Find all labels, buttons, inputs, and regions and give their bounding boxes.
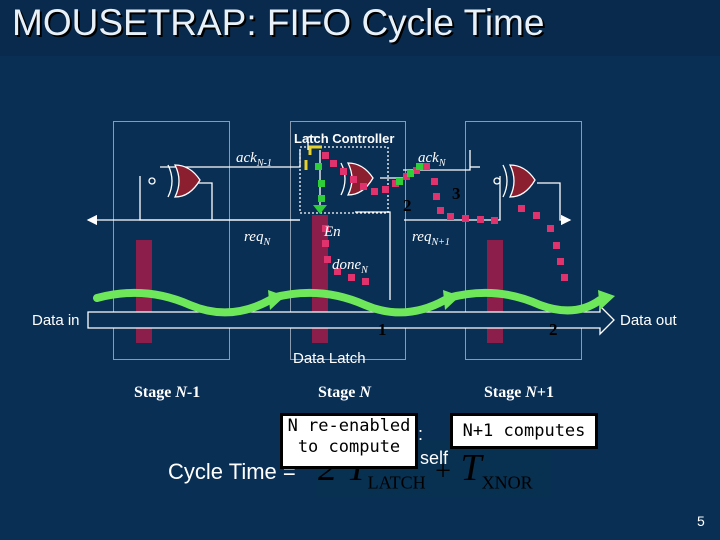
stage-label-middle: Stage N — [318, 384, 371, 401]
cycle-time-lhs: Cycle Time = — [168, 459, 296, 484]
callout-reenabled: N re-enabled to compute — [280, 413, 418, 469]
wiring — [86, 136, 572, 300]
stage-box-left — [113, 121, 230, 360]
xnor-gate-left — [148, 164, 201, 198]
callout-next-computes: N+1 computes — [450, 413, 598, 449]
yellow-bracket — [304, 145, 322, 170]
step-2-upper-marker: 2 — [403, 196, 412, 215]
ack-right-label: ackN — [418, 150, 446, 169]
req-right-label: reqN+1 — [412, 229, 450, 248]
step-2-lower-marker: 2 — [549, 320, 558, 339]
data-out-label: Data out — [620, 312, 677, 329]
xnor-gate-right — [493, 164, 536, 198]
req-left-label: reqN — [244, 229, 271, 248]
pipeline-flow-arrows — [93, 288, 604, 317]
data-latch-label: Data Latch — [293, 350, 366, 367]
data-in-label: Data in — [32, 312, 80, 329]
stage-box-middle — [290, 121, 406, 360]
stage-label-left: Stage N-1 — [134, 384, 201, 401]
step-3-marker: 3 — [452, 184, 461, 203]
latch-controller-label: Latch Controller — [294, 131, 395, 146]
step-1-marker: 1 — [378, 320, 387, 339]
title-band — [0, 0, 720, 56]
page-number: 5 — [697, 513, 705, 529]
enable-driver-triangle — [313, 205, 327, 214]
stage-label-right: Stage N+1 — [484, 384, 555, 401]
en-label: En — [324, 224, 341, 240]
critical-path-dots-green — [315, 163, 423, 202]
equation-fragment-self: self — [420, 448, 449, 468]
pipeline-flow-arrowheads — [268, 290, 615, 310]
done-label: doneN — [332, 257, 368, 276]
ack-left-label: ackN-1 — [236, 150, 272, 169]
slide-title: MOUSETRAP: FIFO Cycle Time — [12, 2, 545, 43]
data-bus-arrow — [87, 304, 615, 336]
latch-controller-box — [299, 146, 389, 214]
stage-box-right — [465, 121, 582, 360]
equation-fragment-colon: : — [418, 424, 424, 444]
critical-path-dots — [322, 152, 568, 285]
